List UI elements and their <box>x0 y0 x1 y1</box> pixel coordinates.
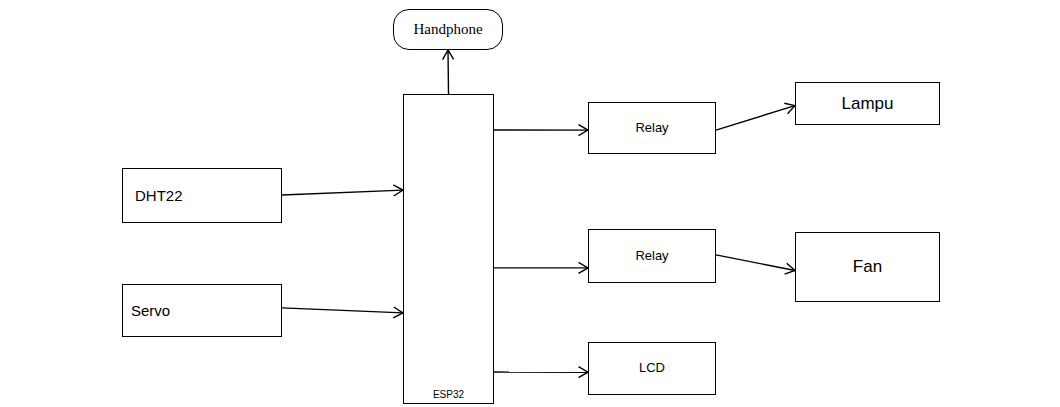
arrow-head <box>785 263 795 274</box>
sensor-box: DHT22 <box>122 168 282 223</box>
arrow-line <box>447 50 449 94</box>
node-label: Fan <box>853 257 882 277</box>
signal-arrow <box>716 255 795 274</box>
signal-arrow <box>716 103 795 130</box>
arrow-line <box>494 267 588 268</box>
arrow-line <box>716 255 795 271</box>
arrow-line <box>282 190 403 195</box>
arrow-head <box>393 185 403 196</box>
actuator-box: Servo <box>122 284 282 337</box>
arrow-head <box>578 262 588 273</box>
signal-arrow <box>494 262 588 273</box>
node-label: Lampu <box>842 94 894 114</box>
arrow-line <box>494 129 588 131</box>
output-box: Fan <box>795 232 940 302</box>
arrow-head <box>393 307 403 318</box>
arrow-line <box>716 106 795 130</box>
node-label: DHT22 <box>135 187 183 204</box>
arrow-head <box>443 50 454 60</box>
signal-arrow <box>494 367 588 378</box>
arrow-head <box>578 125 588 136</box>
signal-arrow <box>443 50 454 94</box>
display-box: LCD <box>588 342 716 395</box>
arrow-head <box>784 103 795 114</box>
signal-arrow <box>282 185 403 196</box>
relay-box: Relay <box>588 102 716 154</box>
node-label: Handphone <box>413 21 482 38</box>
node-label: ESP32 <box>433 389 464 401</box>
arrow-line <box>282 308 403 313</box>
arrow-head <box>578 367 588 378</box>
arrow-line <box>494 371 588 373</box>
signal-arrow <box>494 125 588 136</box>
device-box: Handphone <box>393 9 503 50</box>
controller-box: ESP32 <box>403 94 494 404</box>
node-label: LCD <box>639 361 665 376</box>
signal-arrow <box>282 307 403 318</box>
node-label: Relay <box>635 249 668 264</box>
node-label: Relay <box>635 121 668 136</box>
output-box: Lampu <box>795 82 940 125</box>
relay-box: Relay <box>588 229 716 283</box>
node-label: Servo <box>131 302 170 319</box>
